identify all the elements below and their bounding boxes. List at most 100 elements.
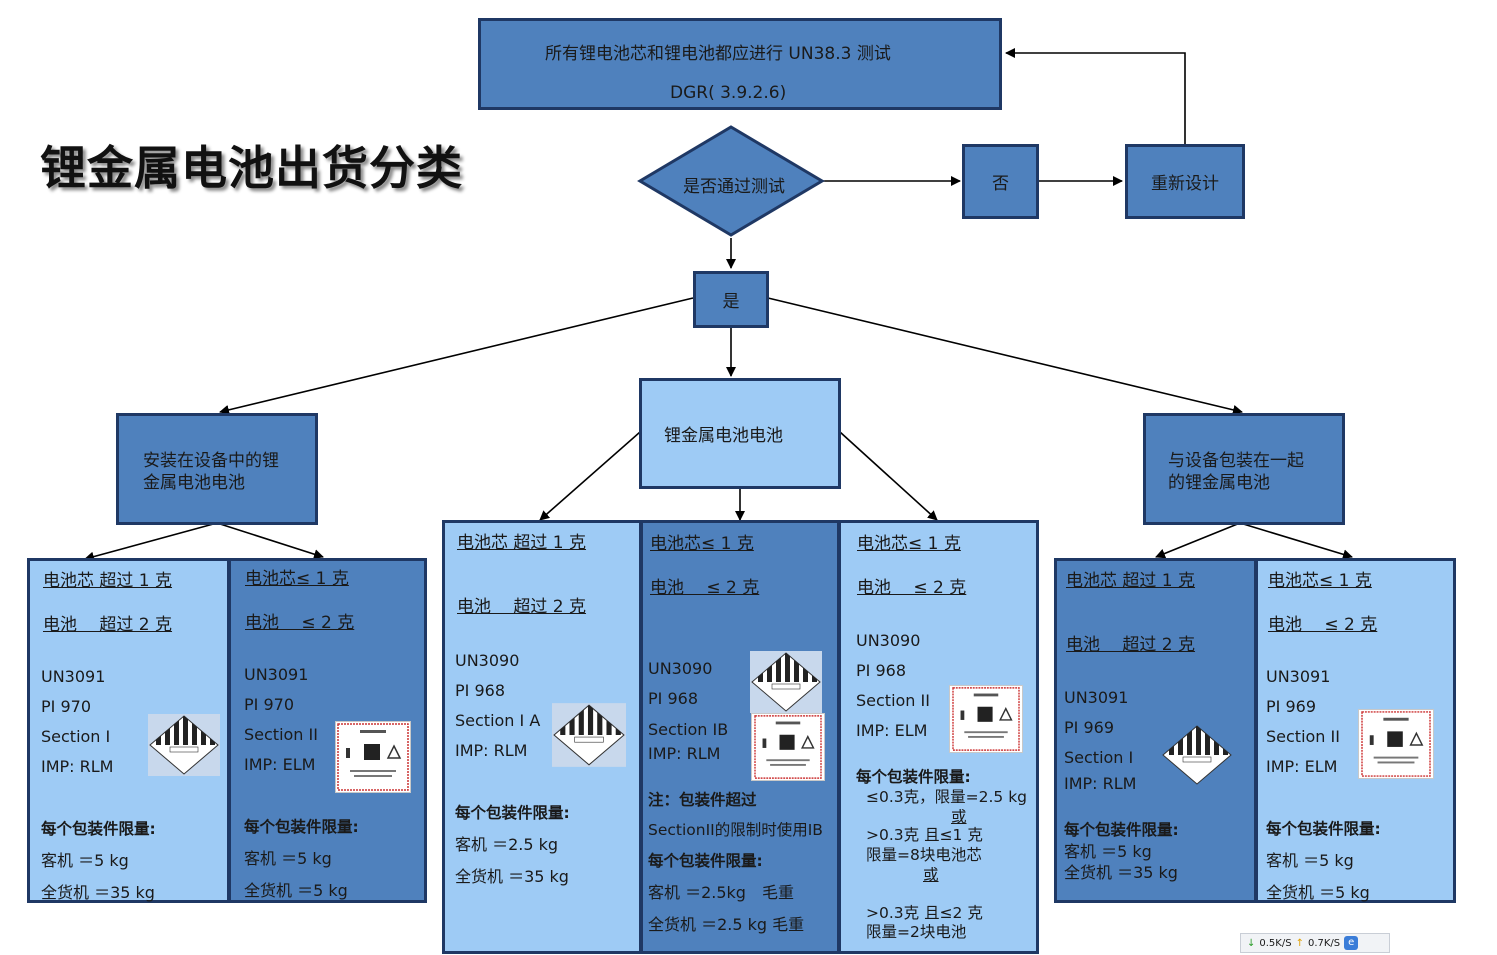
panel-passenger-limit: 客机 ＝5 kg <box>244 849 332 868</box>
panel-packed-section-ii: 电池芯≤ 1 克 电池 ≤ 2 克 UN3091 PI 969 Section … <box>1255 558 1456 903</box>
panel-imp: IMP: RLM <box>455 741 528 760</box>
panel-battery-label: 电池 ≤ 2 克 <box>245 613 355 633</box>
network-speed-widget[interactable]: ↓ 0.5K/S ↑ 0.7K/S e <box>1240 933 1390 953</box>
top-line-2: DGR( 3.9.2.6) <box>670 83 787 103</box>
panel-cell-label: 电池芯 超过 1 克 <box>1066 571 1196 591</box>
category-installed-label: 安装在设备中的锂 金属电池电池 <box>143 451 279 493</box>
panel-passenger-limit: 客机 ＝5 kg <box>41 851 129 870</box>
panel-battery-label: 电池 超过 2 克 <box>43 615 173 635</box>
top-line-1: 所有锂电池芯和锂电池都应进行 UN38.3 测试 <box>545 44 891 64</box>
panel-installed-section-i: 电池芯 超过 1 克 电池 超过 2 克 UN3091 PI 970 Secti… <box>27 558 230 903</box>
top-requirement-box: 所有锂电池芯和锂电池都应进行 UN38.3 测试 DGR( 3.9.2.6) <box>478 18 1002 110</box>
panel-imp: IMP: RLM <box>648 744 721 763</box>
yes-label: 是 <box>722 292 740 312</box>
panel-battery-label: 电池 超过 2 克 <box>457 597 587 617</box>
panel-limit-title: 每个包装件限量: <box>455 804 570 822</box>
redesign-box: 重新设计 <box>1125 144 1245 219</box>
panel-pi: PI 968 <box>455 681 505 700</box>
panel-battery-label: 电池 超过 2 克 <box>1066 635 1196 655</box>
class9-hazard-icon <box>1161 724 1233 786</box>
upload-speed: 0.7K/S <box>1307 937 1341 949</box>
panel-passenger-limit: 客机 ＝2.5 kg <box>455 835 559 854</box>
caution-label-icon <box>335 721 411 793</box>
panel-limit-title: 每个包装件限量: <box>648 852 763 870</box>
caution-label-icon <box>1358 709 1434 779</box>
category-battery-box: 锂金属电池电池 <box>639 378 841 489</box>
panel-cargo-limit: 全货机 ＝2.5 kg 毛重 <box>648 915 805 934</box>
panel-pi: PI 970 <box>41 697 91 716</box>
panel-section: Section II <box>244 725 318 744</box>
panel-section: Section I A <box>455 711 541 730</box>
panel-pi: PI 968 <box>856 661 906 680</box>
panel-un: UN3091 <box>41 667 106 686</box>
panel-battery-label: 电池 ≤ 2 克 <box>650 578 760 598</box>
panel-note-line-1: 注：包装件超过 <box>648 788 757 810</box>
category-packed-box: 与设备包装在一起 的锂金属电池 <box>1143 413 1345 525</box>
class9-hazard-icon <box>552 703 626 767</box>
panel-cargo-limit: 全货机 ＝35 kg <box>455 867 569 886</box>
panel-limit-title: 每个包装件限量: <box>1266 820 1381 838</box>
panel-limit-line-3: 限量=8块电池芯 <box>866 846 982 864</box>
panel-section: Section II <box>1266 727 1340 746</box>
panel-limit-title: 每个包装件限量: <box>41 820 156 838</box>
panel-battery-section-ia: 电池芯 超过 1 克 电池 超过 2 克 UN3090 PI 968 Secti… <box>442 520 642 954</box>
panel-limit-title: 每个包装件限量: <box>1064 821 1179 839</box>
panel-un: UN3090 <box>648 659 713 678</box>
panel-imp: IMP: ELM <box>1266 757 1338 776</box>
redesign-label: 重新设计 <box>1151 174 1219 194</box>
download-speed: 0.5K/S <box>1259 937 1292 949</box>
panel-cargo-limit: 全货机 ＝5 kg <box>244 881 348 900</box>
panel-cargo-limit: 全货机 ＝35 kg <box>41 883 155 902</box>
category-packed-label: 与设备包装在一起 的锂金属电池 <box>1168 451 1304 493</box>
no-label: 否 <box>992 174 1009 194</box>
panel-passenger-limit: 客机 ＝2.5kg 毛重 <box>648 883 794 902</box>
no-box: 否 <box>962 144 1039 219</box>
panel-pi: PI 969 <box>1266 697 1316 716</box>
panel-un: UN3091 <box>244 665 309 684</box>
panel-battery-label: 电池 ≤ 2 克 <box>857 578 967 598</box>
panel-note-line-1-text: 注：包装件超过 <box>648 791 757 809</box>
panel-cargo-limit: 全货机 ＝5 kg <box>1266 883 1370 902</box>
panel-packed-section-i: 电池芯 超过 1 克 电池 超过 2 克 UN3091 PI 969 Secti… <box>1054 558 1257 903</box>
decision-label: 是否通过测试 <box>683 177 785 197</box>
panel-cargo-limit: 全货机 ＝35 kg <box>1064 863 1178 882</box>
panel-cell-label: 电池芯 超过 1 克 <box>43 571 173 591</box>
panel-passenger-limit: 客机 ＝5 kg <box>1266 851 1354 870</box>
panel-section: Section II <box>856 691 930 710</box>
page-title: 锂金属电池出货分类 <box>40 141 463 195</box>
panel-limit-line-2: >0.3克 且≤1 克 <box>866 826 983 844</box>
panel-cell-label: 电池芯 超过 1 克 <box>457 533 587 553</box>
panel-or-1: 或 <box>951 808 967 826</box>
category-battery-label: 锂金属电池电池 <box>664 426 783 446</box>
class9-hazard-icon <box>148 714 220 776</box>
panel-note-line-2: SectionII的限制时使用IB <box>648 821 823 839</box>
browser-icon[interactable]: e <box>1344 936 1359 950</box>
panel-pi: PI 969 <box>1064 718 1114 737</box>
panel-installed-section-ii: 电池芯≤ 1 克 电池 ≤ 2 克 UN3091 PI 970 Section … <box>228 558 427 903</box>
panel-or-2: 或 <box>923 866 939 884</box>
panel-pi: PI 968 <box>648 689 698 708</box>
panel-pi: PI 970 <box>244 695 294 714</box>
panel-section: Section IB <box>648 720 729 739</box>
category-installed-box: 安装在设备中的锂 金属电池电池 <box>116 413 318 525</box>
caution-label-icon <box>949 685 1023 753</box>
panel-section: Section I <box>41 727 111 746</box>
panel-limit-line-1: ≤0.3克，限量=2.5 kg <box>866 788 1028 806</box>
panel-cell-label: 电池芯≤ 1 克 <box>1268 571 1372 591</box>
panel-battery-section-ii: 电池芯≤ 1 克 电池 ≤ 2 克 UN3090 PI 968 Section … <box>838 520 1039 954</box>
panel-limit-line-4: >0.3克 且≤2 克 <box>866 904 983 922</box>
panel-limit-title: 每个包装件限量: <box>856 768 971 786</box>
panel-limit-line-5: 限量=2块电池 <box>866 923 967 941</box>
panel-un: UN3091 <box>1064 688 1129 707</box>
panel-imp: IMP: ELM <box>856 721 928 740</box>
panel-un: UN3091 <box>1266 667 1331 686</box>
panel-cell-label: 电池芯≤ 1 克 <box>650 534 754 554</box>
panel-un: UN3090 <box>455 651 520 670</box>
yes-box: 是 <box>693 271 769 328</box>
panel-battery-label: 电池 ≤ 2 克 <box>1268 615 1378 635</box>
class9-hazard-icon <box>750 651 822 713</box>
upload-arrow-icon: ↑ <box>1295 937 1304 949</box>
panel-battery-section-ib: 电池芯≤ 1 克 电池 ≤ 2 克 UN3090 PI 968 Section … <box>640 520 840 954</box>
panel-passenger-limit: 客机 ＝5 kg <box>1064 842 1152 861</box>
